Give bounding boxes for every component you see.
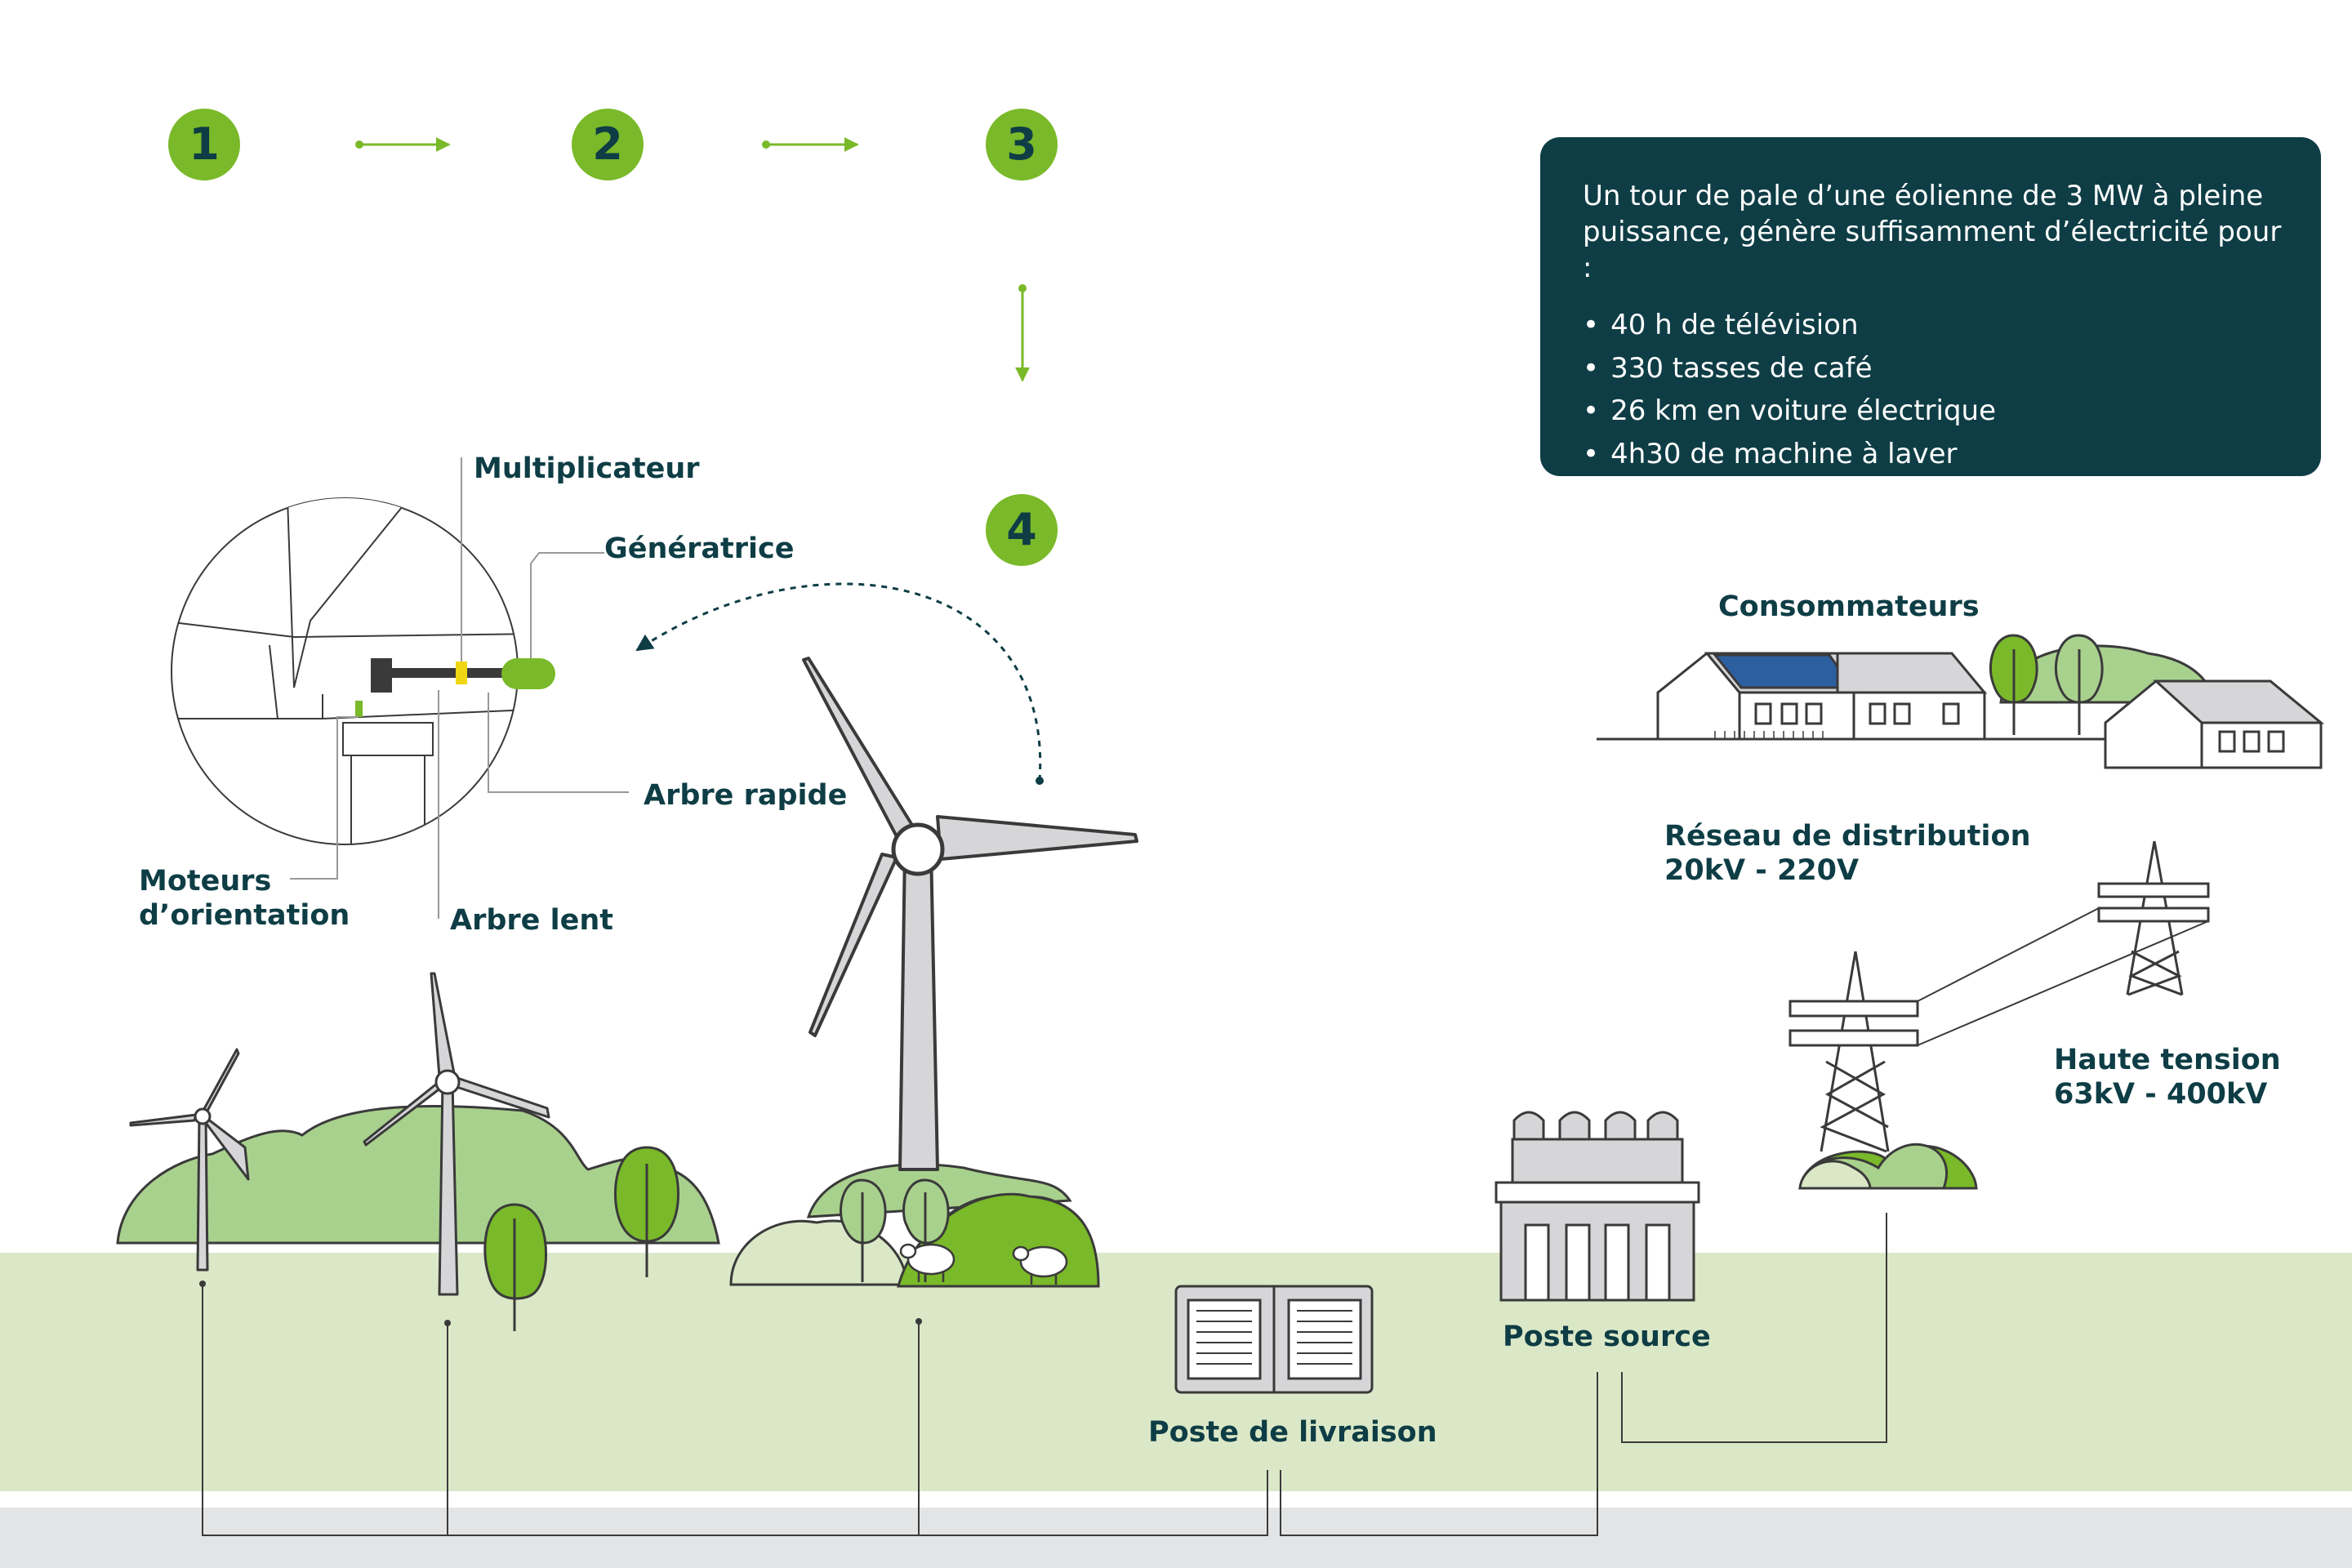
trees-left xyxy=(483,1146,680,1331)
label-consommateurs: Consommateurs xyxy=(1718,590,1980,623)
zoom-arrow xyxy=(635,582,1042,782)
info-intro: Un tour de pale d’une éolienne de 3 MW à… xyxy=(1583,180,2282,284)
step-3-badge: 3 xyxy=(986,109,1058,180)
road-band xyxy=(0,1508,2352,1568)
label-haute-line2: 63kV - 400kV xyxy=(2054,1078,2268,1111)
label-moteurs-line1: Moteurs xyxy=(139,865,272,898)
info-box: Un tour de pale d’une éolienne de 3 MW à… xyxy=(1540,137,2321,476)
label-multiplicateur: Multiplicateur xyxy=(474,452,700,485)
info-item-washing: 4h30 de machine à laver xyxy=(1583,433,2288,476)
center-trees xyxy=(840,1178,950,1282)
label-reseau-line2: 20kV - 220V xyxy=(1664,854,1860,887)
cables xyxy=(202,1213,1887,1536)
step-arrows xyxy=(355,137,1030,382)
big-turbine xyxy=(802,657,1138,1171)
label-generatrice: Génératrice xyxy=(604,532,795,565)
info-item-coffee: 330 tasses de café xyxy=(1583,347,2288,390)
step-2-badge: 2 xyxy=(572,109,644,180)
sheep xyxy=(899,1243,1068,1285)
small-turbine-a xyxy=(129,1048,250,1272)
label-reseau-line1: Réseau de distribution xyxy=(1664,820,2031,853)
nacelle-detail xyxy=(171,497,555,845)
pylons xyxy=(1788,840,2210,1153)
small-turbine-b xyxy=(363,972,550,1296)
label-poste-livraison: Poste de livraison xyxy=(1148,1416,1437,1449)
label-moteurs-line2: d’orientation xyxy=(139,899,350,932)
step-4-badge: 4 xyxy=(986,494,1058,566)
label-poste-source: Poste source xyxy=(1503,1321,1711,1353)
label-arbre-rapide: Arbre rapide xyxy=(644,779,848,812)
info-list: 40 h de télévision 330 tasses de café 26… xyxy=(1583,304,2288,475)
poste-source-building xyxy=(1494,1111,1700,1302)
nacelle-leaders xyxy=(290,457,629,919)
consumers-village xyxy=(1597,634,2325,769)
poste-de-livraison-cabinet xyxy=(1174,1285,1374,1394)
step-1-badge: 1 xyxy=(168,109,240,180)
pylon-hills xyxy=(1798,1143,1978,1190)
info-item-car: 26 km en voiture électrique xyxy=(1583,390,2288,433)
info-item-tv: 40 h de télévision xyxy=(1583,304,2288,347)
label-arbre-lent: Arbre lent xyxy=(450,904,613,937)
label-haute-line1: Haute tension xyxy=(2054,1044,2281,1076)
